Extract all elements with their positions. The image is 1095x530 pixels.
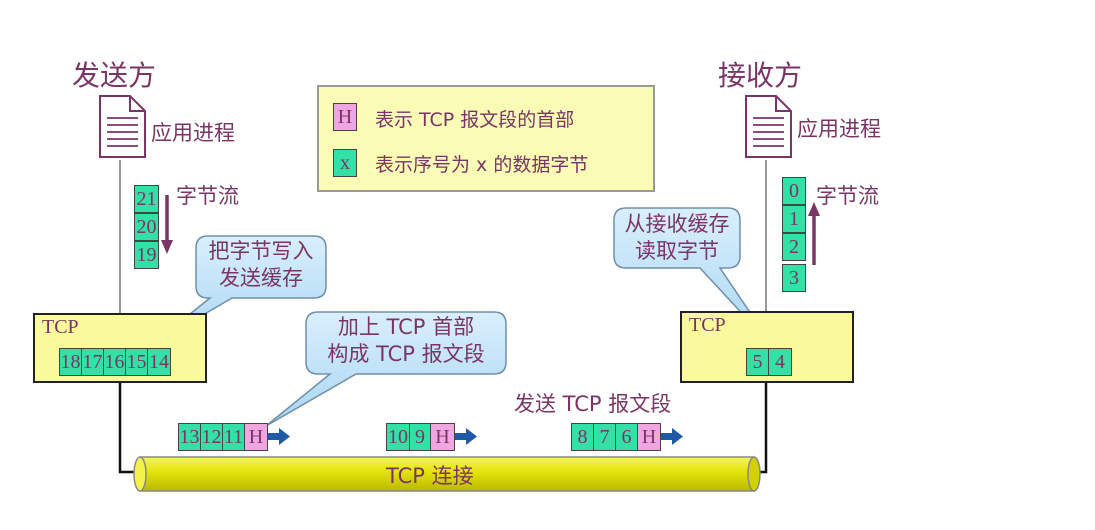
- sender-stream-byte: 21: [134, 185, 159, 213]
- legend-byte-text: 表示序号为 x 的数据字节: [375, 154, 589, 176]
- down-arrow-icon: [161, 195, 173, 254]
- callout-read-bubble: [613, 207, 775, 349]
- callout-read-line1: 从接收缓存: [624, 212, 730, 236]
- receiver-stream-byte: 2: [782, 233, 806, 261]
- send-buffer-byte: 17: [81, 348, 104, 376]
- legend-header-symbol: H: [333, 103, 357, 131]
- send-buffer-byte: 15: [125, 348, 148, 376]
- segment-byte: 13: [178, 423, 201, 451]
- receiver-stream-label: 字节流: [816, 184, 879, 208]
- tcp-connection-pipe: [133, 456, 761, 492]
- segment-label: 发送 TCP 报文段: [514, 392, 672, 416]
- right-arrow-icon: [268, 428, 290, 445]
- segment-byte: 12: [200, 423, 223, 451]
- sender-stream-byte: 20: [134, 213, 159, 241]
- segment-byte: 6: [615, 423, 638, 451]
- segment-byte: 9: [409, 423, 431, 451]
- send-buffer-byte: 16: [103, 348, 126, 376]
- receiver-process-label: 应用进程: [797, 117, 881, 141]
- segment-byte: 11: [222, 423, 245, 451]
- right-arrow-icon: [661, 428, 683, 445]
- connection-label: TCP 连接: [386, 464, 474, 488]
- right-arrow-icon: [455, 428, 477, 445]
- up-arrow-icon: [808, 202, 820, 265]
- callout-write-line1: 把字节写入: [208, 239, 314, 263]
- segment-byte: 7: [593, 423, 616, 451]
- segment-header: H: [244, 423, 268, 451]
- callout-header-text: 加上 TCP 首部 构成 TCP 报文段: [306, 314, 506, 368]
- sender-tcp-label: TCP: [42, 316, 79, 338]
- callout-write-text: 把字节写入 发送缓存: [196, 238, 326, 292]
- segment-header: H: [637, 423, 661, 451]
- callout-read-text: 从接收缓存 读取字节: [614, 211, 740, 265]
- receiver-tcp-label: TCP: [689, 314, 726, 336]
- sender-process-label: 应用进程: [151, 121, 235, 145]
- sender-title: 发送方: [72, 59, 157, 92]
- sender-stream-label: 字节流: [176, 184, 239, 208]
- document-icon: [99, 95, 146, 158]
- receiver-title: 接收方: [718, 59, 803, 92]
- legend-box: H 表示 TCP 报文段的首部 x 表示序号为 x 的数据字节: [317, 85, 655, 192]
- receiver-stream-byte: 0: [782, 177, 806, 205]
- segment-byte: 8: [571, 423, 594, 451]
- callout-header-bubble: [265, 311, 507, 427]
- segment-byte: 10: [386, 423, 410, 451]
- callout-read-line2: 读取字节: [635, 239, 719, 263]
- receive-buffer-byte: 4: [768, 348, 792, 376]
- receive-buffer-byte: 5: [746, 348, 769, 376]
- callout-header-line2: 构成 TCP 报文段: [327, 342, 485, 366]
- callout-write-line2: 发送缓存: [219, 266, 303, 290]
- receiver-tcp-box: TCP 5 4: [680, 311, 854, 383]
- legend-header-text: 表示 TCP 报文段的首部: [375, 109, 575, 131]
- document-icon: [745, 95, 792, 158]
- callout-header-line1: 加上 TCP 首部: [337, 315, 475, 339]
- sender-tcp-box: TCP 18 17 16 15 14: [33, 313, 207, 383]
- segment-header: H: [430, 423, 455, 451]
- send-buffer-byte: 14: [147, 348, 171, 376]
- legend-byte-symbol: x: [333, 149, 357, 177]
- receiver-stream-byte: 3: [782, 264, 806, 292]
- sender-stream-byte: 19: [134, 241, 159, 269]
- receiver-stream-byte: 1: [782, 205, 806, 233]
- send-buffer-byte: 18: [59, 348, 82, 376]
